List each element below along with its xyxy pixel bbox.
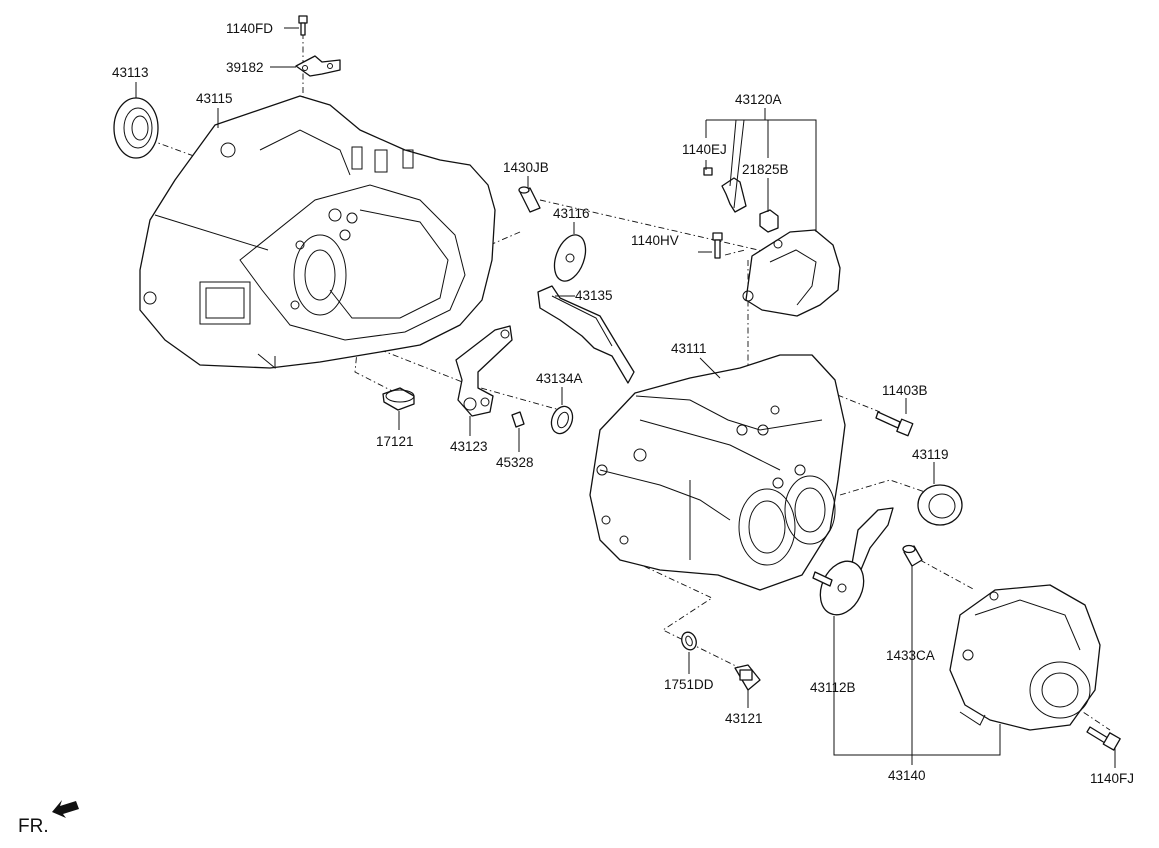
washer-1751DD: [681, 631, 697, 651]
label-39182: 39182: [226, 60, 264, 75]
label-17121: 17121: [376, 434, 414, 449]
plate-43112B: [812, 507, 894, 616]
label-43116: 43116: [553, 206, 590, 221]
label-21825B: 21825B: [742, 162, 789, 177]
label-11403B: 11403B: [882, 383, 928, 398]
bolt-11403B: [875, 411, 914, 437]
label-1140EJ: 1140EJ: [682, 142, 727, 157]
leader-lines: [135, 27, 1116, 768]
label-43113: 43113: [112, 65, 149, 80]
bracket-39182: [295, 55, 341, 77]
label-1751DD: 1751DD: [664, 677, 714, 692]
label-45328: 45328: [496, 455, 534, 470]
bracket-43123: [455, 325, 513, 417]
oil-seal-43119: [917, 484, 963, 526]
dowel-1430JB: [518, 186, 541, 213]
bolt-1140FD: [298, 15, 308, 36]
front-label: FR.: [18, 816, 49, 837]
label-1430JB: 1430JB: [503, 160, 549, 175]
bolt-1140FJ: [1086, 726, 1121, 751]
label-1140FD: 1140FD: [226, 21, 273, 36]
bracket-1140EJ: [703, 167, 747, 213]
label-43135: 43135: [575, 288, 613, 303]
rear-cover-43140: [949, 584, 1101, 731]
label-43120A: 43120A: [735, 92, 782, 107]
transmission-case-43111: [589, 354, 846, 591]
plate-43116: [553, 234, 587, 282]
label-43123: 43123: [450, 439, 488, 454]
seal-43134A: [550, 405, 574, 435]
label-1140HV: 1140HV: [631, 233, 679, 248]
clutch-housing-43115: [139, 95, 496, 370]
oil-seal-43113: [113, 97, 159, 159]
block-21825B: [759, 209, 779, 233]
guide-43135: [537, 285, 635, 384]
label-43121: 43121: [725, 711, 763, 726]
part-labels: 1140FD 39182 43113 43115 1430JB 43116 43…: [112, 21, 1134, 786]
bolt-45328: [511, 411, 525, 428]
label-43140: 43140: [888, 768, 926, 783]
label-1433CA: 1433CA: [886, 648, 935, 663]
bearing-17121: [382, 387, 415, 411]
label-43111: 43111: [671, 341, 707, 356]
label-43112B: 43112B: [810, 680, 856, 695]
pin-1433CA: [902, 544, 923, 567]
front-arrow-icon: [52, 800, 79, 818]
shift-housing-43120A: [742, 229, 841, 317]
label-43115: 43115: [196, 91, 233, 106]
label-1140FJ: 1140FJ: [1090, 771, 1134, 786]
plug-43121: [734, 664, 761, 691]
bolt-1140HV: [712, 232, 723, 259]
label-43134A: 43134A: [536, 371, 583, 386]
front-direction-indicator: FR.: [18, 800, 79, 837]
label-43119: 43119: [912, 447, 949, 462]
